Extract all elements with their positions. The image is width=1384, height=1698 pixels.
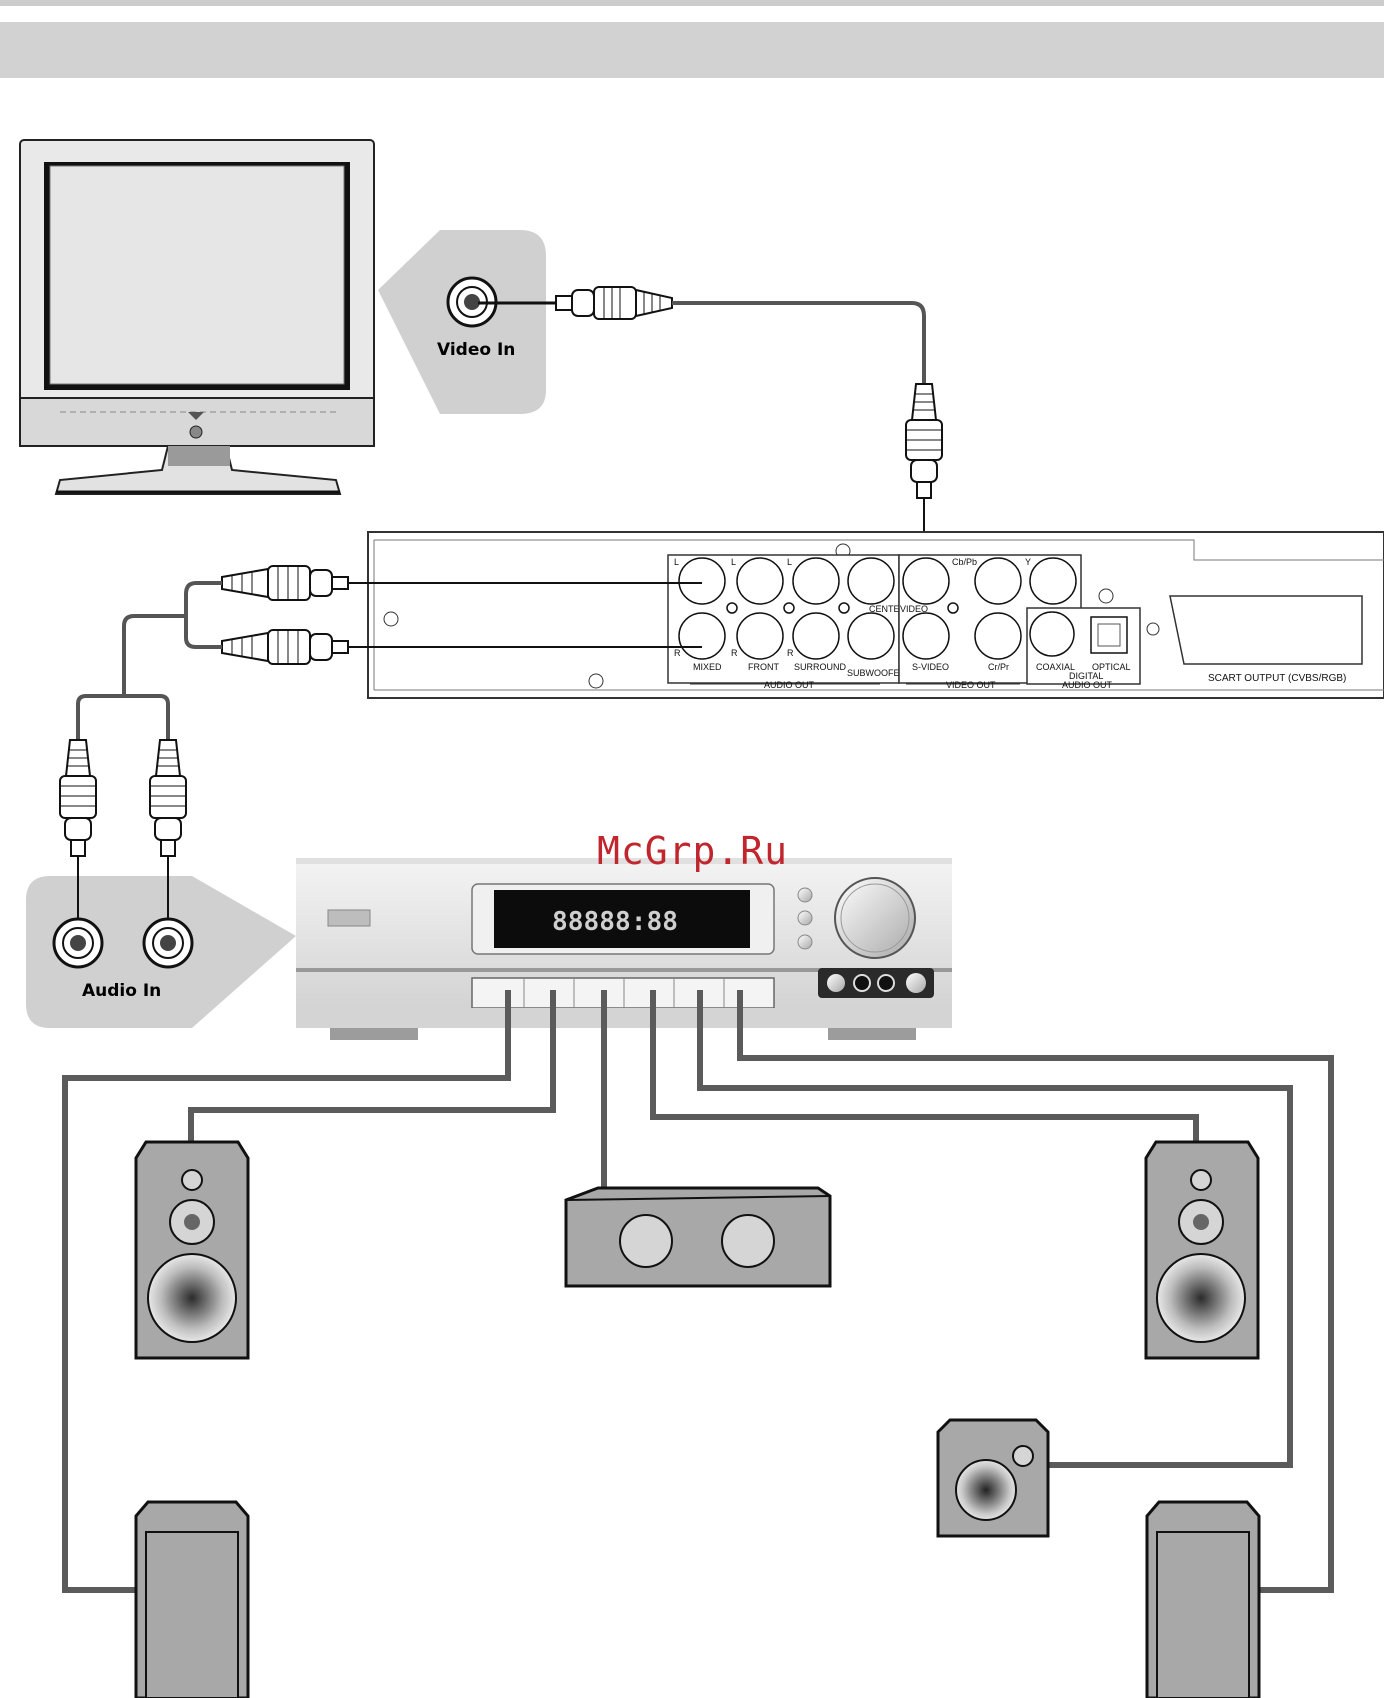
audio-jack-surround-l — [793, 558, 839, 604]
audio-plug-l-horizontal-icon — [222, 566, 348, 600]
av-receiver: 88888:88 — [296, 858, 952, 1040]
surround-right-speaker — [1147, 1502, 1259, 1698]
svg-text:R: R — [674, 648, 681, 658]
front-right-speaker — [1146, 1142, 1258, 1358]
svg-text:Cb/Pb: Cb/Pb — [952, 557, 977, 567]
audio-in-label: Audio In — [82, 981, 161, 1001]
video-jack-s-video — [903, 613, 949, 659]
subwoofer-speaker — [938, 1420, 1048, 1536]
tv-power-button-icon — [190, 426, 202, 438]
video-jack-cvbs — [903, 558, 949, 604]
svg-text:R: R — [787, 648, 794, 658]
audio-jack-center — [848, 558, 894, 604]
svg-text:Cr/Pr: Cr/Pr — [988, 662, 1009, 672]
svg-text:MIXED: MIXED — [693, 662, 722, 672]
audio-plug-left-vertical-icon — [60, 740, 96, 856]
svg-text:L: L — [674, 557, 679, 567]
svg-text:AUDIO OUT: AUDIO OUT — [764, 680, 815, 690]
svg-text:SCART OUTPUT (CVBS/RGB): SCART OUTPUT (CVBS/RGB) — [1208, 673, 1346, 684]
receiver-display-text: 88888:88 — [552, 907, 678, 937]
video-in-label: Video In — [437, 340, 515, 360]
audio-plug-right-vertical-icon — [150, 740, 186, 856]
svg-text:VIDEO OUT: VIDEO OUT — [946, 680, 996, 690]
audio-jack-surround-r — [793, 613, 839, 659]
svg-text:S-VIDEO: S-VIDEO — [912, 662, 949, 672]
audio-jack-front-l — [737, 558, 783, 604]
front-left-speaker — [136, 1142, 248, 1358]
video-plug-horizontal-icon — [556, 287, 672, 319]
surround-left-speaker — [136, 1502, 248, 1698]
svg-text:AUDIO OUT: AUDIO OUT — [1062, 680, 1113, 690]
video-plug-vertical-icon — [906, 384, 942, 498]
svg-text:R: R — [731, 648, 738, 658]
scart-connector — [1170, 596, 1362, 664]
tv-screen — [50, 166, 344, 384]
speaker-wires — [65, 990, 1331, 1590]
audio-jack-mixed-r — [679, 613, 725, 659]
svg-text:SURROUND: SURROUND — [794, 662, 847, 672]
header-bars — [0, 0, 1384, 78]
video-jack-cb-pb — [975, 558, 1021, 604]
header-rule — [0, 0, 1384, 6]
svg-text:FRONT: FRONT — [748, 662, 779, 672]
svg-text:VIDEO: VIDEO — [900, 604, 928, 614]
svg-text:L: L — [787, 557, 792, 567]
volume-knob-icon — [835, 878, 915, 958]
svg-text:L: L — [731, 557, 736, 567]
svg-text:Y: Y — [1025, 557, 1031, 567]
center-speaker — [566, 1188, 830, 1286]
header-band — [0, 22, 1384, 78]
video-jack-cr-pr — [975, 613, 1021, 659]
video-in-callout: Video In — [378, 230, 546, 414]
coaxial-jack — [1030, 612, 1074, 656]
watermark: McGrp.Ru — [597, 829, 788, 873]
tv-monitor — [20, 140, 374, 494]
audio-in-callout: Audio In — [26, 856, 296, 1028]
svg-text:SUBWOOFER: SUBWOOFER — [847, 668, 907, 678]
dvd-rear-panel: L L L CENTER R R R MIXED FRONT SURROUND … — [368, 532, 1384, 698]
audio-jack-mixed-l — [679, 558, 725, 604]
audio-jack-front-r — [737, 613, 783, 659]
audio-jack-subwoofer — [848, 613, 894, 659]
audio-plug-r-horizontal-icon — [222, 630, 348, 664]
video-jack-y — [1030, 558, 1076, 604]
